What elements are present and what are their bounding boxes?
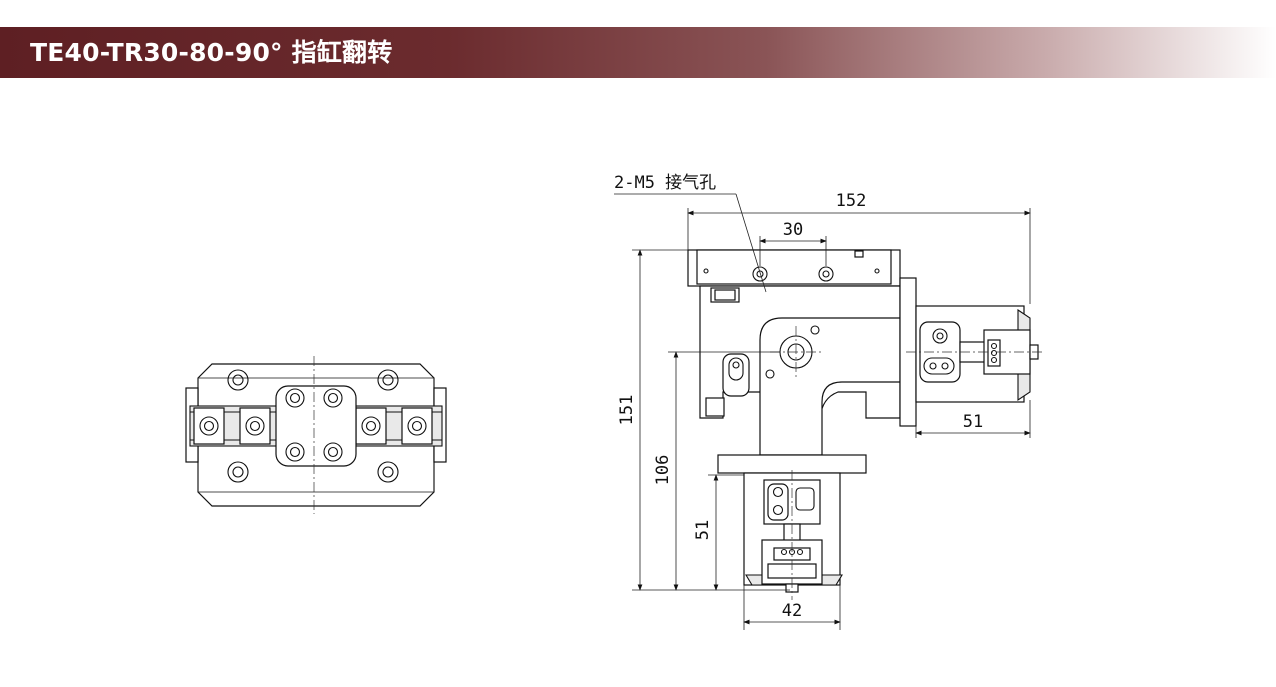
dim-side-gripper-length: 51 [963,412,983,432]
dim-jaw-height: 51 [693,520,713,540]
dim-overall-height: 151 [617,395,637,426]
page-title: TE40-TR30-80-90° 指缸翻转 [30,38,393,67]
front-view [687,249,1044,600]
dimension-lines [614,193,1031,630]
dim-hole-spacing: 30 [783,220,803,240]
dim-jaw-width: 42 [782,601,802,621]
air-port-callout: 2-M5 接气孔 [614,173,716,193]
title-bar: TE40-TR30-80-90° 指缸翻转 [0,27,1276,78]
dim-overall-width: 152 [836,191,867,211]
dim-pivot-height: 106 [653,455,673,486]
top-view [185,356,447,514]
